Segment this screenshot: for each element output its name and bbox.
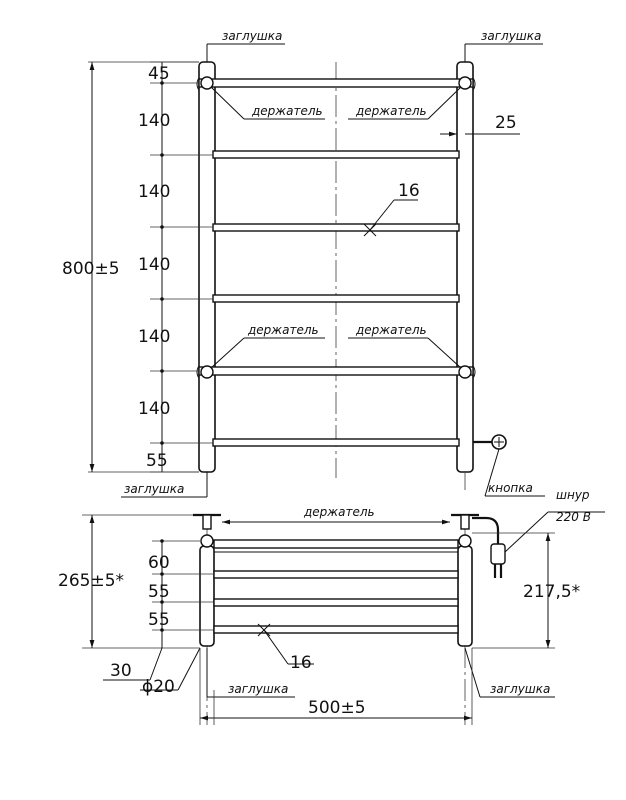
label-holder-top-right: держатель bbox=[355, 104, 427, 118]
holder-points bbox=[196, 76, 476, 379]
dim-side-rung-diameter: 16 bbox=[290, 653, 312, 673]
dim-tube-offset: 25 bbox=[495, 113, 517, 133]
dim-diameter: ϕ20 bbox=[142, 677, 175, 697]
dim-total-height: 800±5 bbox=[62, 259, 120, 279]
dim-rung-diameter: 16 bbox=[398, 181, 420, 201]
side-right-post bbox=[457, 545, 473, 647]
rung-4 bbox=[212, 294, 460, 303]
rung-6 bbox=[212, 438, 460, 447]
dim-wall-depth: 217,5* bbox=[523, 582, 580, 602]
rung-2 bbox=[212, 150, 460, 159]
dim-spacing-chain bbox=[150, 61, 213, 473]
left-vertical-tube bbox=[198, 61, 216, 473]
side-left-post bbox=[199, 545, 215, 647]
label-cap-top-right: заглушка bbox=[481, 29, 541, 43]
dim-spacing-5: 140 bbox=[138, 399, 170, 419]
side-rungs bbox=[213, 539, 459, 634]
dim-side-spacing-2: 55 bbox=[148, 582, 170, 602]
button-knob bbox=[473, 434, 507, 450]
dim-side-spacing-1: 60 bbox=[148, 553, 170, 573]
label-cap-side-left: заглушка bbox=[228, 682, 288, 696]
label-cap-side-right: заглушка bbox=[490, 682, 550, 696]
dim-spacing-3: 140 bbox=[138, 255, 170, 275]
rung-5 bbox=[198, 366, 474, 376]
label-cap-bottom-left: заглушка bbox=[124, 482, 184, 496]
side-spacing-chain bbox=[152, 539, 214, 648]
label-voltage: 220 В bbox=[556, 510, 591, 524]
power-cord bbox=[472, 511, 605, 578]
dim-bottom: 30 bbox=[110, 661, 132, 681]
label-cap-top-left: заглушка bbox=[222, 29, 282, 43]
rungs bbox=[198, 78, 474, 447]
label-holder-top-left: держатель bbox=[251, 104, 323, 118]
right-vertical-tube bbox=[456, 61, 474, 473]
dim-top-offset: 45 bbox=[148, 64, 170, 84]
label-cord: шнур bbox=[556, 488, 590, 502]
dim-spacing-1: 140 bbox=[138, 111, 170, 131]
label-holder-side: держатель bbox=[303, 505, 375, 519]
holder-brackets bbox=[193, 513, 479, 548]
dim-side-spacing-3: 55 bbox=[148, 610, 170, 630]
label-holder-bottom-right: держатель bbox=[355, 323, 427, 337]
dim-bottom-offset: 55 bbox=[146, 451, 168, 471]
rung-1 bbox=[198, 78, 474, 88]
front-view: 800±5 45 140 140 140 140 140 55 bbox=[62, 29, 545, 498]
label-button: кнопка bbox=[488, 481, 533, 495]
dim-spacing-4: 140 bbox=[138, 327, 170, 347]
rung-3 bbox=[212, 223, 460, 232]
side-view: держатель шнур 220 В 265±5* bbox=[58, 488, 605, 725]
dim-depth: 265±5* bbox=[58, 571, 124, 591]
dim-spacing-2: 140 bbox=[138, 182, 170, 202]
label-holder-bottom-left: держатель bbox=[247, 323, 319, 337]
dim-width: 500±5 bbox=[308, 698, 366, 718]
